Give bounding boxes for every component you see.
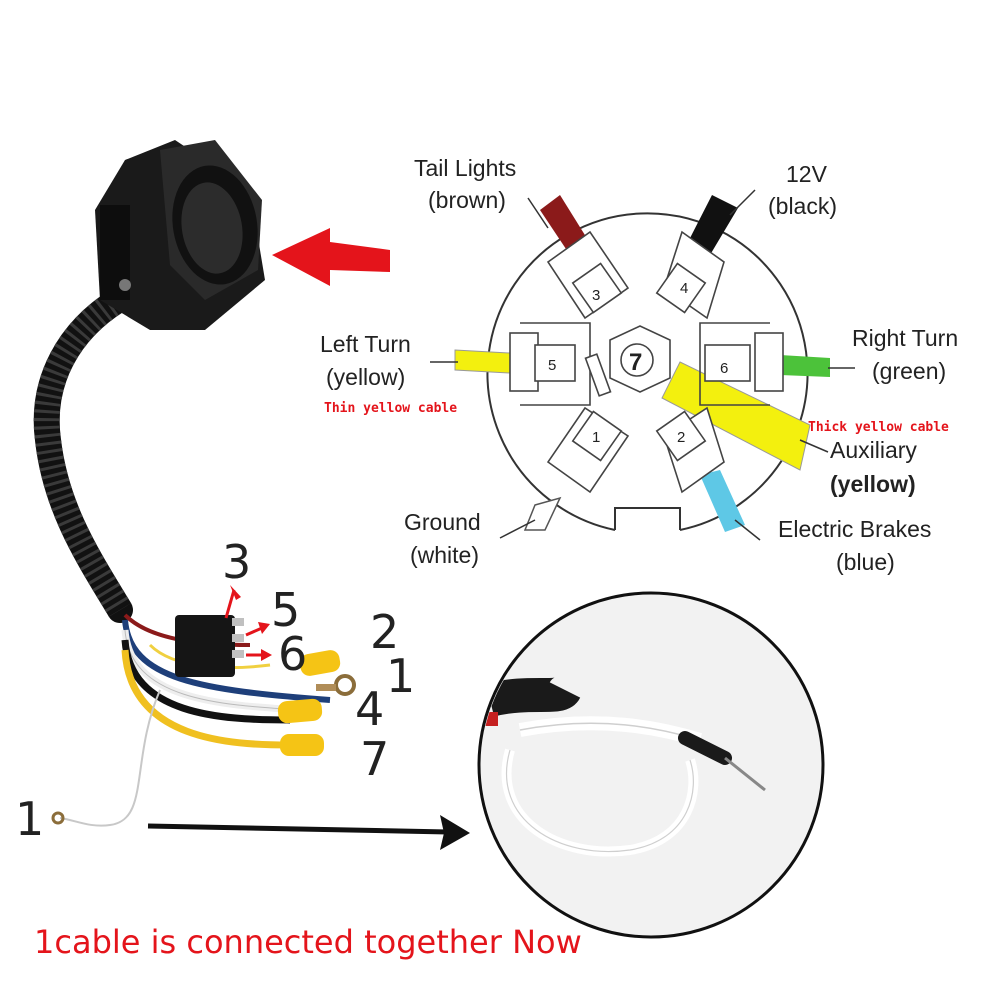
label-12v-color: (black) — [768, 193, 837, 219]
caption-text: 1cable is connected together Now — [34, 923, 582, 961]
long-arrow-icon — [147, 815, 470, 850]
wire-12v — [688, 195, 738, 255]
label-left-turn: Left Turn — [320, 331, 411, 357]
wire-right-turn — [780, 355, 830, 377]
label-electric-brakes: Electric Brakes — [778, 516, 931, 542]
four-pin-flat-plug — [175, 615, 244, 677]
callout-2: 2 — [370, 605, 399, 659]
label-left-turn-color: (yellow) — [326, 364, 405, 390]
wire-ground — [523, 496, 562, 531]
seven-way-socket — [95, 140, 265, 330]
label-12v: 12V — [786, 161, 828, 187]
pin-number-7: 7 — [629, 349, 642, 376]
callout-1-ground: 1 — [15, 792, 44, 846]
wire-auxiliary — [661, 361, 811, 471]
label-ground-color: (white) — [410, 542, 479, 568]
butt-connectors — [51, 650, 356, 825]
note-thick-yellow-cable: Thick yellow cable — [808, 420, 949, 435]
wire-tail-lights — [540, 195, 588, 252]
trailer-connector-photo — [33, 140, 356, 827]
pin-number-2: 2 — [677, 429, 685, 446]
pin-number-3: 3 — [592, 287, 600, 304]
callout-6: 6 — [278, 627, 307, 681]
wire-left-turn — [454, 349, 511, 374]
thin-ground-wire — [59, 689, 161, 827]
label-electric-brakes-color: (blue) — [836, 549, 895, 575]
label-ground: Ground — [404, 509, 481, 535]
callout-arrows — [224, 585, 272, 661]
callout-7: 7 — [360, 732, 389, 786]
leader-lines — [430, 189, 855, 541]
red-arrow-icon — [272, 228, 390, 286]
note-thin-yellow-cable: Thin yellow cable — [324, 401, 457, 416]
pin-number-5: 5 — [548, 357, 556, 374]
label-auxiliary-color: (yellow) — [830, 471, 916, 497]
label-tail-lights: Tail Lights — [414, 155, 516, 181]
callout-1: 1 — [386, 649, 415, 703]
pin-number-6: 6 — [720, 360, 728, 377]
terminals — [509, 230, 784, 494]
pin-number-1: 1 — [592, 429, 600, 446]
wire-electric-brakes — [700, 470, 745, 532]
callout-5: 5 — [271, 583, 300, 637]
callout-4: 4 — [355, 682, 384, 736]
label-right-turn-color: (green) — [872, 358, 946, 384]
label-tail-lights-color: (brown) — [428, 187, 506, 213]
label-right-turn: Right Turn — [852, 325, 958, 351]
label-auxiliary: Auxiliary — [830, 437, 917, 463]
pinout-diagram: 3 4 5 6 7 1 2 — [430, 189, 855, 541]
callout-3: 3 — [222, 535, 251, 589]
inset-zoom-circle — [477, 591, 825, 939]
pin-number-4: 4 — [680, 280, 688, 297]
